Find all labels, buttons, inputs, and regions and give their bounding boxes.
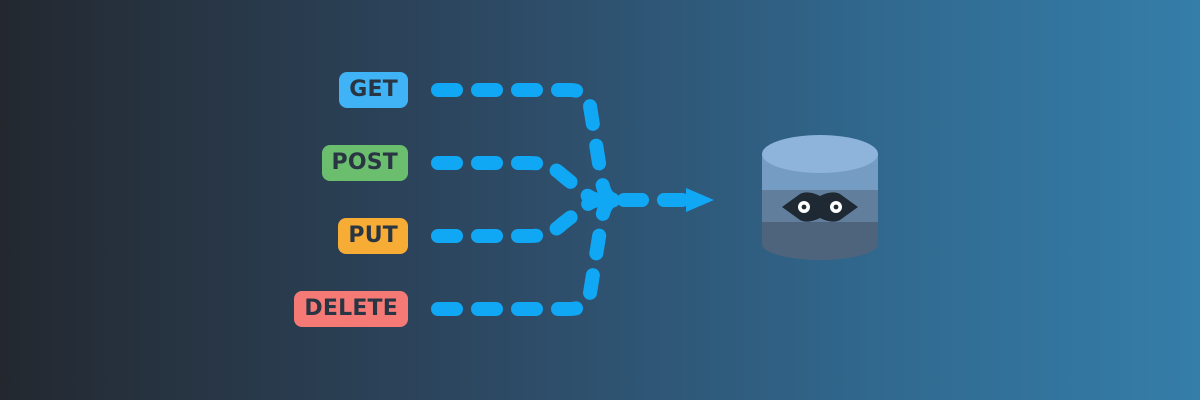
post-connector (431, 156, 607, 207)
left-pupil (801, 204, 807, 210)
method-post-label: POST (321, 145, 408, 181)
get-connector (431, 83, 623, 207)
database-mask-icon (762, 135, 878, 260)
database-lower-layer (762, 222, 878, 260)
method-put-label: PUT (338, 218, 408, 254)
mask-icon (782, 192, 858, 222)
arrow-head-icon (686, 188, 714, 212)
method-delete-label: DELETE (294, 291, 408, 327)
method-get-label: GET (339, 72, 408, 108)
right-pupil (833, 204, 839, 210)
delete-connector (431, 193, 623, 316)
database-top (762, 135, 878, 173)
put-connector (431, 193, 607, 243)
